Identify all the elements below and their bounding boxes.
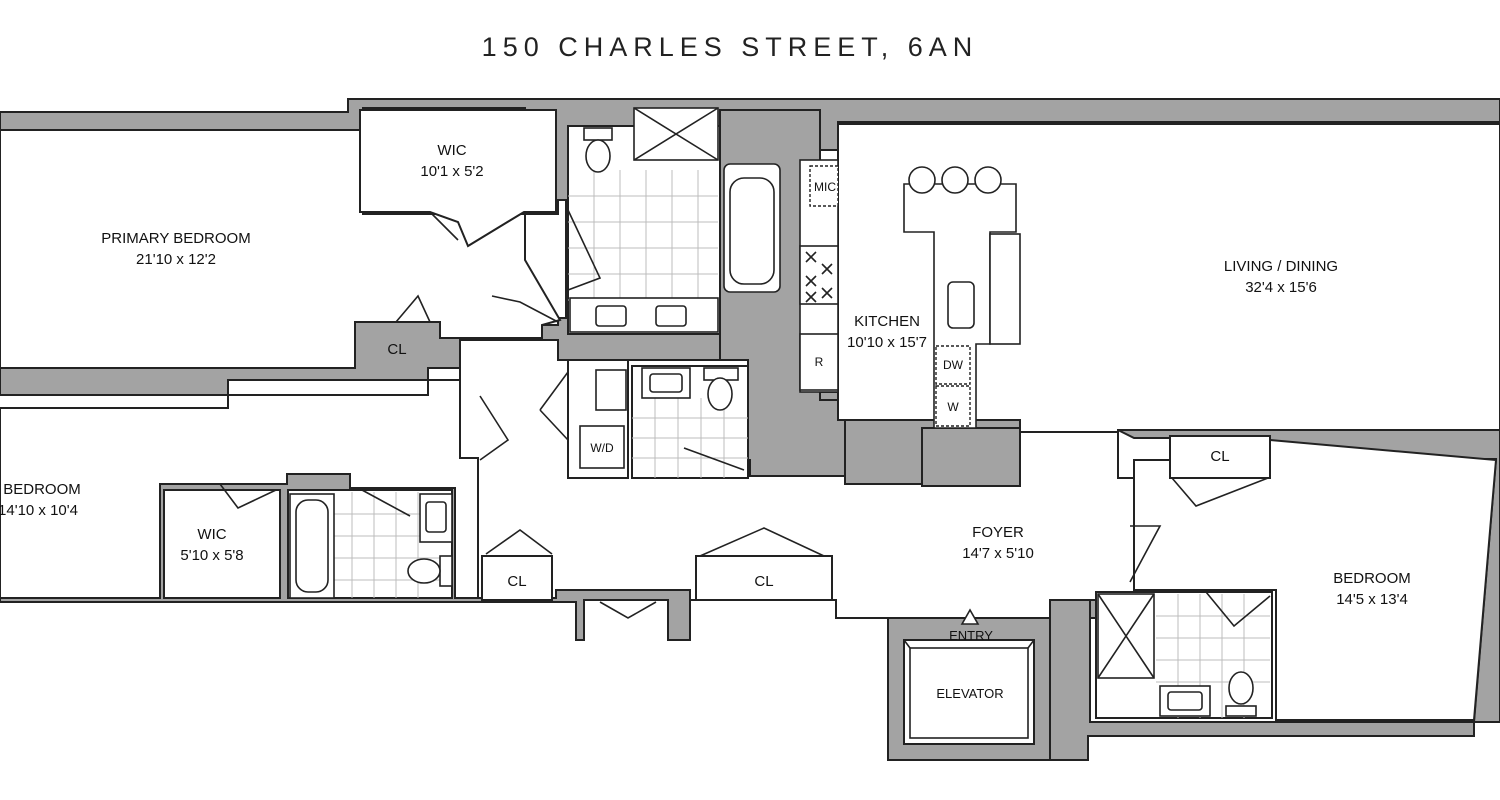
washer-dryer bbox=[579, 425, 625, 469]
closet-hall-right-label: CL bbox=[754, 573, 773, 590]
dishwasher-label: DW bbox=[943, 358, 964, 372]
washer-dryer-label: W/D bbox=[590, 441, 614, 455]
bar-stool-1 bbox=[908, 166, 936, 194]
plan-title: 150 CHARLES STREET, 6AN bbox=[481, 32, 979, 62]
kitchen-sink bbox=[947, 281, 975, 329]
closet-primary-label: CL bbox=[387, 341, 406, 358]
living-dining-name: LIVING / DINING bbox=[1224, 258, 1338, 275]
bar-stool-3 bbox=[974, 166, 1002, 194]
wic-primary-size: 10'1 x 5'2 bbox=[420, 163, 483, 180]
elevator-label: ELEVATOR bbox=[936, 686, 1003, 701]
toilet-middle-bath bbox=[707, 377, 733, 411]
bedroom-right-size: 14'5 x 13'4 bbox=[1336, 591, 1408, 608]
wic-left-name: WIC bbox=[197, 526, 226, 543]
entry-arrow bbox=[960, 608, 980, 625]
foyer-name: FOYER bbox=[972, 524, 1024, 541]
wine-fridge bbox=[935, 385, 971, 427]
microwave bbox=[809, 165, 839, 207]
bedroom-left-size: 14'10 x 10'4 bbox=[0, 502, 78, 519]
wic-left-size: 5'10 x 5'8 bbox=[180, 547, 243, 564]
room-labels: PRIMARY BEDROOM 21'10 x 12'2 WIC 10'1 x … bbox=[0, 142, 1411, 701]
vanity-primary bbox=[569, 297, 719, 333]
living-dining-size: 32'4 x 15'6 bbox=[1245, 279, 1317, 296]
closet-hall-left-label: CL bbox=[507, 573, 526, 590]
toilet-tank-primary bbox=[583, 127, 613, 141]
laundry-sink bbox=[595, 369, 627, 411]
sink-right-primary bbox=[655, 305, 687, 327]
wic-primary-name: WIC bbox=[437, 142, 466, 159]
cooktop bbox=[799, 245, 839, 305]
dishwasher bbox=[935, 345, 971, 385]
refrigerator-label: R bbox=[815, 355, 824, 369]
kitchen-size: 10'10 x 15'7 bbox=[847, 334, 927, 351]
bedroom-right-name: BEDROOM bbox=[1333, 570, 1411, 587]
doors bbox=[219, 209, 1271, 628]
foyer-size: 14'7 x 5'10 bbox=[962, 545, 1034, 562]
sink-left-primary bbox=[595, 305, 627, 327]
bedroom-left-name: BEDROOM bbox=[3, 481, 81, 498]
refrigerator bbox=[799, 333, 839, 391]
primary-bedroom-size: 21'10 x 12'2 bbox=[136, 251, 216, 268]
closet-bedroom-right-label: CL bbox=[1210, 448, 1229, 465]
kitchen-name: KITCHEN bbox=[854, 313, 920, 330]
wine-label: W bbox=[947, 400, 959, 414]
toilet-right-bath bbox=[1228, 671, 1254, 705]
toilet-primary bbox=[585, 139, 611, 173]
entry-label: ENTRY bbox=[949, 628, 993, 643]
mic-label: MIC bbox=[814, 180, 836, 194]
fixtures: MIC R DW W W/D bbox=[289, 107, 1257, 739]
toilet-left-bath bbox=[407, 558, 441, 584]
bar-stool-2 bbox=[941, 166, 969, 194]
primary-bedroom-name: PRIMARY BEDROOM bbox=[101, 230, 250, 247]
